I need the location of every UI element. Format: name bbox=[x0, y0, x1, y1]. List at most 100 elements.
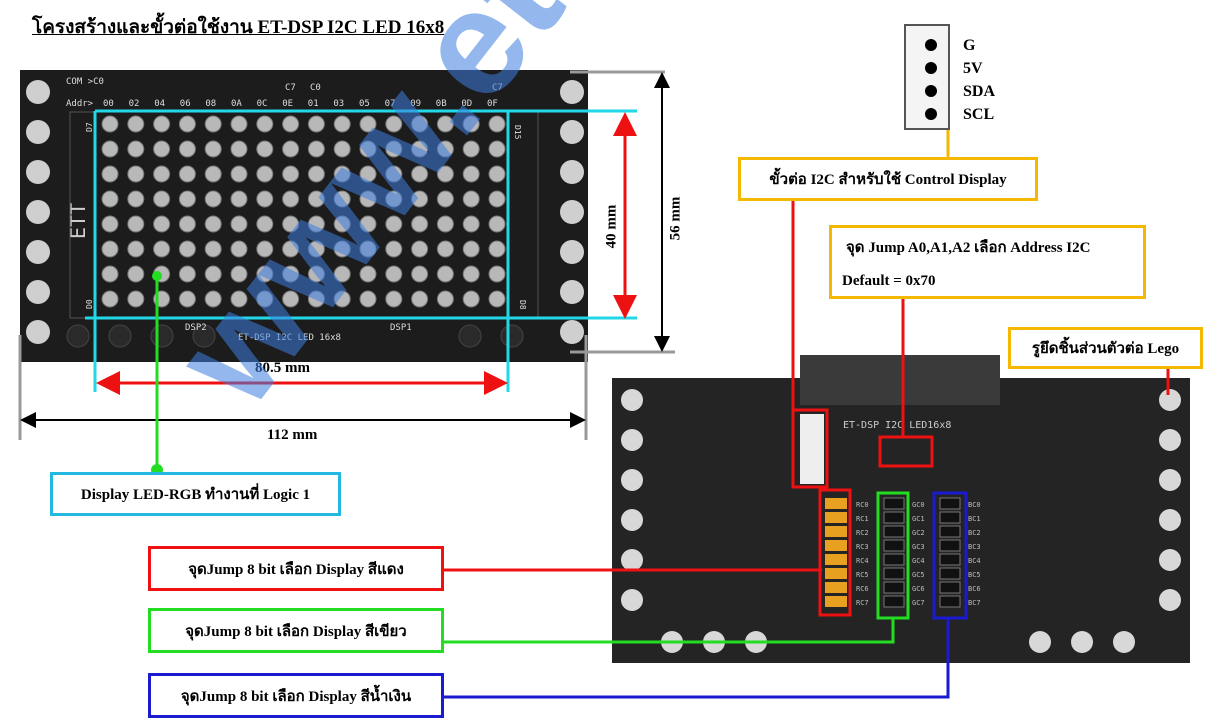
led bbox=[359, 140, 377, 158]
led bbox=[230, 215, 248, 233]
led bbox=[282, 240, 300, 258]
mount-hole bbox=[560, 120, 584, 144]
led bbox=[101, 290, 119, 308]
led bbox=[307, 140, 325, 158]
led bbox=[153, 190, 171, 208]
led bbox=[178, 190, 196, 208]
green-jumper bbox=[883, 581, 905, 594]
led bbox=[282, 215, 300, 233]
blue-jumper bbox=[939, 497, 961, 510]
callout-blue-jump: จุดJump 8 bit เลือก Display สีน้ำเงิน bbox=[148, 673, 444, 718]
led bbox=[256, 290, 274, 308]
callout-blue-text: จุดJump 8 bit เลือก Display สีน้ำเงิน bbox=[180, 688, 412, 705]
led bbox=[282, 265, 300, 283]
d7-label: D7 bbox=[85, 122, 94, 132]
led bbox=[230, 140, 248, 158]
led bbox=[101, 140, 119, 158]
led bbox=[436, 215, 454, 233]
led bbox=[230, 115, 248, 133]
led bbox=[204, 265, 222, 283]
led bbox=[488, 240, 506, 258]
mount-hole bbox=[458, 324, 482, 348]
led bbox=[411, 165, 429, 183]
pin-label-sda: SDA bbox=[963, 83, 996, 100]
led bbox=[385, 290, 403, 308]
led bbox=[488, 165, 506, 183]
callout-green-text: จุดJump 8 bit เลือก Display สีเขียว bbox=[185, 623, 407, 640]
c7-label: C7 bbox=[285, 83, 296, 93]
led bbox=[127, 240, 145, 258]
green-jumper bbox=[883, 595, 905, 608]
led bbox=[488, 290, 506, 308]
red-jumper bbox=[825, 582, 847, 593]
address-label: 0D bbox=[461, 99, 472, 109]
i2c-highlight bbox=[791, 408, 829, 489]
blue-jumper bbox=[939, 539, 961, 552]
led bbox=[462, 215, 480, 233]
bc-label: BC0 bbox=[968, 501, 981, 509]
led bbox=[282, 115, 300, 133]
led bbox=[488, 190, 506, 208]
mount-hole bbox=[26, 280, 50, 304]
address-label: 09 bbox=[410, 99, 421, 109]
led bbox=[256, 115, 274, 133]
address-label: 00 bbox=[103, 99, 114, 109]
bc-label: BC5 bbox=[968, 571, 981, 579]
led bbox=[333, 140, 351, 158]
led bbox=[127, 115, 145, 133]
led bbox=[436, 165, 454, 183]
mount-hole bbox=[1159, 589, 1181, 611]
blue-jumper bbox=[939, 567, 961, 580]
c7-label: C7 bbox=[492, 83, 503, 93]
blue-jumper bbox=[939, 525, 961, 538]
callout-logic-text: Display LED-RGB ทำงานที่ Logic 1 bbox=[80, 487, 311, 503]
pin-label-g: G bbox=[963, 37, 976, 54]
green-jumper bbox=[883, 567, 905, 580]
callout-default-text: Default = 0x70 bbox=[842, 272, 936, 289]
callout-red-jump: จุดJump 8 bit เลือก Display สีแดง bbox=[148, 546, 444, 591]
led bbox=[204, 190, 222, 208]
gc-label: GC5 bbox=[912, 571, 925, 579]
led bbox=[153, 215, 171, 233]
blue-jumper bbox=[939, 553, 961, 566]
dsp2-label: DSP2 bbox=[185, 323, 207, 333]
led bbox=[256, 190, 274, 208]
bc-label: BC6 bbox=[968, 585, 981, 593]
gc-label: GC3 bbox=[912, 543, 925, 551]
led bbox=[385, 240, 403, 258]
gc-label: GC2 bbox=[912, 529, 925, 537]
led bbox=[359, 265, 377, 283]
connector-pin bbox=[925, 39, 937, 51]
blue-pointer bbox=[443, 618, 950, 699]
mount-hole bbox=[621, 389, 643, 411]
mount-hole bbox=[560, 160, 584, 184]
mount-hole bbox=[1159, 509, 1181, 531]
dim-height-inner: 40 mm bbox=[603, 204, 620, 249]
callout-red-text: จุดJump 8 bit เลือก Display สีแดง bbox=[188, 561, 404, 578]
mount-hole bbox=[1159, 549, 1181, 571]
led bbox=[101, 190, 119, 208]
gc-label: GC7 bbox=[912, 599, 925, 607]
address-label: 0E bbox=[282, 99, 293, 109]
mount-hole bbox=[26, 320, 50, 344]
led bbox=[101, 240, 119, 258]
gc-label: GC6 bbox=[912, 585, 925, 593]
led bbox=[204, 215, 222, 233]
mount-hole bbox=[1071, 631, 1093, 653]
led bbox=[230, 190, 248, 208]
mount-hole bbox=[192, 324, 216, 348]
led bbox=[127, 265, 145, 283]
i2c-header bbox=[800, 414, 824, 484]
mount-hole bbox=[621, 469, 643, 491]
led bbox=[359, 240, 377, 258]
red-jumper-highlight bbox=[818, 488, 852, 617]
led bbox=[178, 165, 196, 183]
led bbox=[101, 165, 119, 183]
led bbox=[488, 140, 506, 158]
com-label: COM >C0 bbox=[66, 77, 104, 87]
led bbox=[307, 290, 325, 308]
led bbox=[436, 115, 454, 133]
led bbox=[178, 115, 196, 133]
led bbox=[411, 115, 429, 133]
bc-label: BC2 bbox=[968, 529, 981, 537]
